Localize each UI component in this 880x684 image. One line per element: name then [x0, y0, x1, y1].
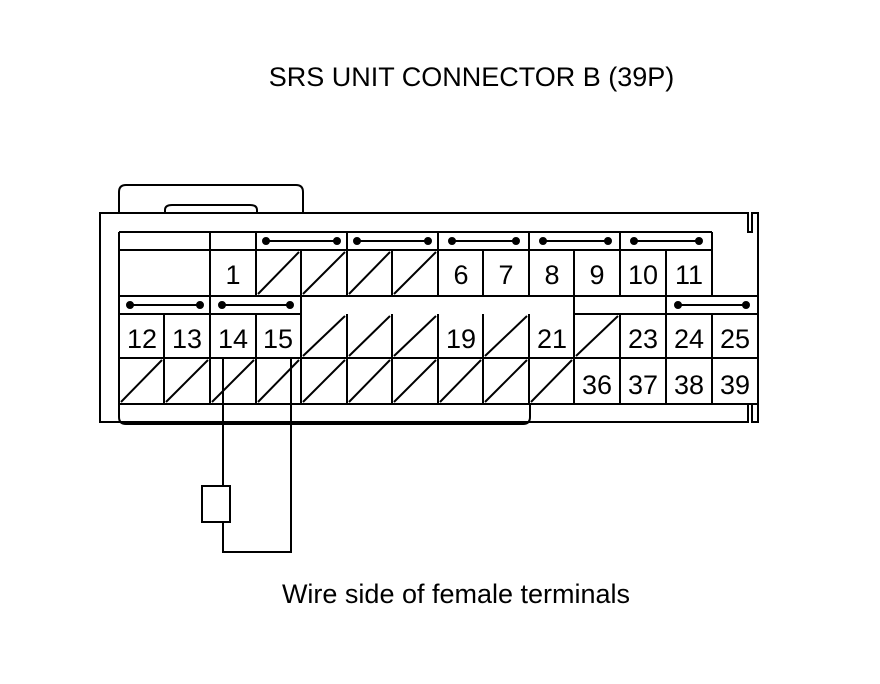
- terminal-21: 21: [537, 324, 567, 354]
- diagram-caption: Wire side of female terminals: [281, 579, 631, 609]
- terminal-25: 25: [720, 324, 750, 354]
- terminal-14: 14: [218, 324, 248, 354]
- terminal-24: 24: [674, 324, 704, 354]
- terminal-15: 15: [263, 324, 293, 354]
- terminal-19: 19: [446, 324, 476, 354]
- terminal-23: 23: [628, 324, 658, 354]
- empty-cavity-diagonals: [120, 251, 619, 403]
- terminal-grid: [118, 231, 759, 405]
- terminal-38: 38: [674, 370, 704, 400]
- diagram-title: SRS UNIT CONNECTOR B (39P): [268, 62, 675, 92]
- test-harness: [201, 358, 292, 553]
- probe-lead-15: [222, 358, 292, 553]
- terminal-11: 11: [675, 260, 703, 290]
- terminal-13: 13: [172, 324, 202, 354]
- terminal-12: 12: [127, 324, 157, 354]
- terminal-36: 36: [582, 370, 612, 400]
- terminal-labels: 1 6 7 8 9 10 11 12 13 14 15 19 21 23 24 …: [127, 260, 750, 400]
- terminal-7: 7: [498, 260, 513, 290]
- terminal-37: 37: [628, 370, 658, 400]
- terminal-6: 6: [453, 260, 468, 290]
- terminal-9: 9: [589, 260, 604, 290]
- short-bars: [126, 237, 750, 309]
- terminal-8: 8: [544, 260, 559, 290]
- terminal-10: 10: [628, 260, 658, 290]
- terminal-39: 39: [720, 370, 750, 400]
- terminal-1: 1: [225, 260, 240, 290]
- resistor-component: [201, 485, 231, 523]
- connector-housing: [99, 184, 759, 425]
